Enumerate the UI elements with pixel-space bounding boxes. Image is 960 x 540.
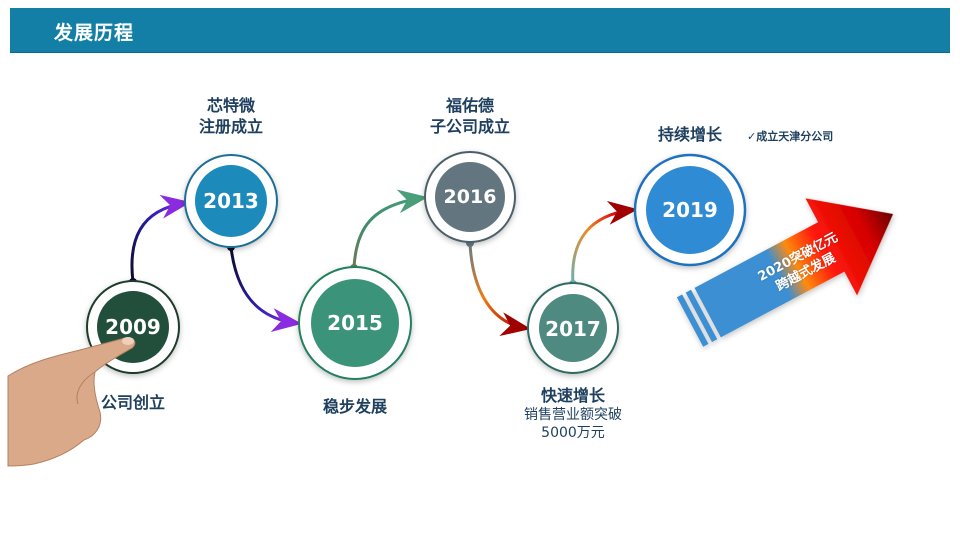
milestone-2017-title-main: 快速增长 [540, 386, 605, 405]
milestone-2017-sub-line1: 销售营业额突破 [524, 407, 622, 423]
year-2019: 2019 [662, 198, 718, 222]
page-title: 发展历程 [54, 22, 135, 44]
milestone-2019-circle [633, 153, 747, 267]
milestone-2013-title: 芯特微 注册成立 [186, 95, 276, 137]
milestone-2019-title: 持续增长 [657, 125, 722, 144]
year-2009: 2009 [105, 315, 161, 339]
milestone-2013-circle [184, 154, 278, 248]
milestone-2016-title: 福佑德 子公司成立 [420, 95, 520, 137]
milestone-2013-title-line2: 注册成立 [198, 117, 263, 136]
pointing-hand-image [7, 337, 136, 467]
year-2013: 2013 [203, 189, 259, 213]
milestone-2017-title: 快速增长 销售营业额突破 5000万元 [513, 385, 633, 442]
year-2015: 2015 [327, 311, 383, 335]
milestone-2015-circle [298, 266, 412, 380]
connector-2017-2019 [569, 200, 638, 288]
year-2017: 2017 [545, 317, 601, 341]
connector-2013-2015 [227, 243, 302, 332]
year-2016: 2016 [443, 186, 497, 208]
milestone-2017-sub-line2: 5000万元 [541, 425, 605, 441]
growth-arrow [676, 198, 894, 347]
header-bar: 发展历程 [10, 8, 950, 53]
connector-2015-2016 [350, 189, 428, 272]
milestone-2016-title-line1: 福佑德 [445, 96, 494, 115]
milestone-2019-note: ✓成立天津分公司 [747, 130, 834, 143]
milestone-2016-circle [424, 151, 516, 243]
milestone-2013-title-line1: 芯特微 [206, 96, 255, 115]
connector-2009-2013 [129, 194, 191, 286]
milestone-2015-title: 稳步发展 [322, 397, 387, 416]
milestone-2017-circle [527, 282, 619, 374]
connector-2016-2017 [466, 239, 531, 336]
milestone-2016-title-line2: 子公司成立 [429, 117, 510, 136]
milestone-2009-title: 公司创立 [100, 393, 165, 412]
